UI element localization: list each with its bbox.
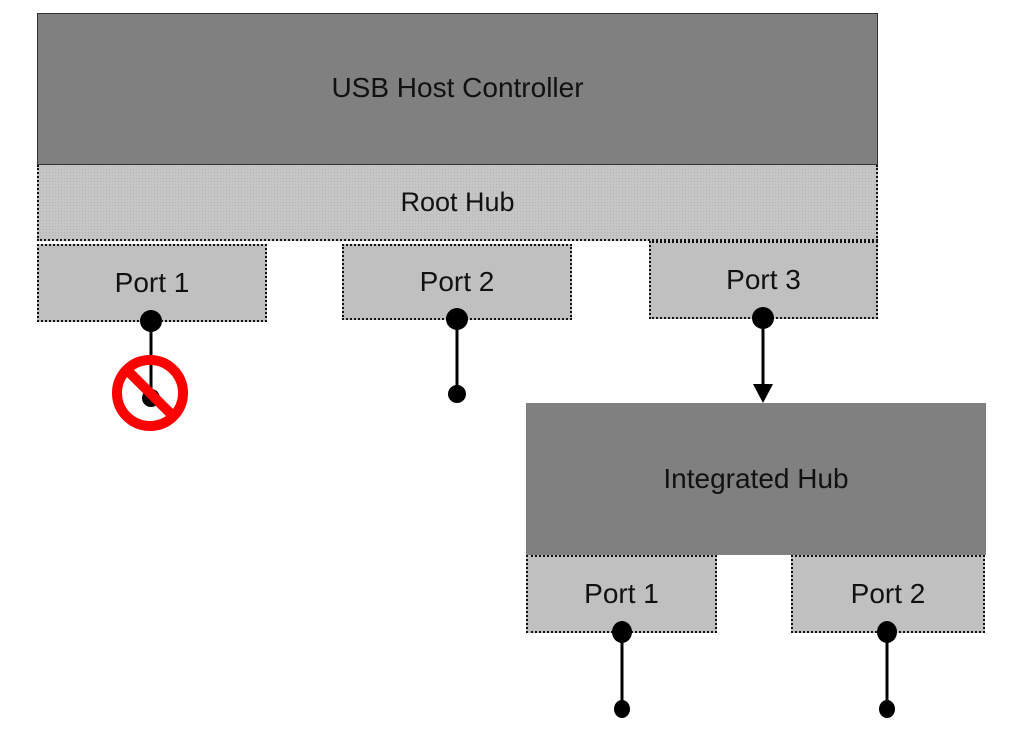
integrated-hub-label: Integrated Hub — [663, 463, 849, 494]
root-hub-port-3: Port 3 — [649, 241, 878, 319]
prohibited-icon — [112, 355, 188, 431]
usb-host-controller: USB Host Controller — [37, 13, 878, 165]
integrated-port-1-connector — [612, 621, 632, 718]
root-hub: Root Hub — [37, 165, 878, 241]
root-port-2-connector — [446, 308, 468, 403]
integrated-hub-port-1: Port 1 — [526, 555, 717, 633]
root-hub-port-1: Port 1 — [37, 244, 267, 322]
root-port-1-connector — [140, 310, 162, 407]
port-label: Port 3 — [726, 264, 801, 295]
port-label: Port 1 — [584, 578, 659, 609]
root-port-3-connector — [752, 307, 774, 403]
root-hub-label: Root Hub — [400, 186, 515, 217]
integrated-hub-port-2: Port 2 — [791, 555, 985, 633]
arrow-down-icon — [753, 384, 773, 403]
root-hub-port-2: Port 2 — [342, 244, 572, 320]
port-label: Port 2 — [850, 578, 926, 609]
port-label: Port 1 — [114, 267, 190, 298]
integrated-port-2-connector — [877, 621, 897, 718]
port-label: Port 2 — [419, 266, 495, 297]
host-controller-label: USB Host Controller — [331, 72, 584, 103]
integrated-hub: Integrated Hub — [526, 403, 986, 555]
